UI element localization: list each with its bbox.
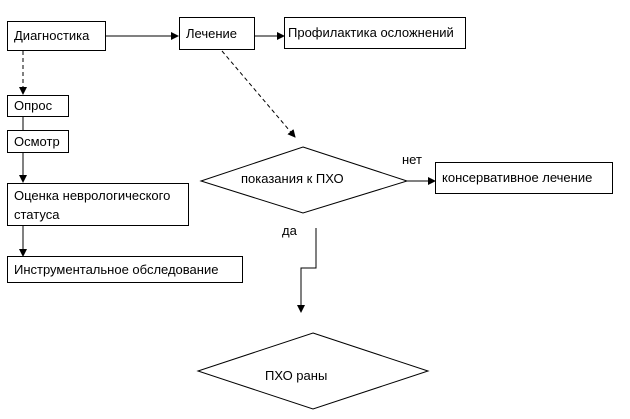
decision-label: показания к ПХО [241, 171, 344, 186]
arrow-decision-to-pho-wound [297, 228, 317, 313]
pho-wound-label: ПХО раны [265, 368, 328, 383]
decision-diamond [199, 146, 409, 214]
node-diagnostics: Диагностика [7, 21, 106, 51]
pho-wound-diamond [196, 332, 430, 410]
edge-label-yes: да [282, 223, 297, 238]
node-survey: Опрос [7, 95, 69, 117]
node-treatment: Лечение [179, 17, 255, 50]
arrow-treatment-to-decision [221, 50, 296, 138]
node-exam: Осмотр [7, 130, 69, 153]
node-conservative-treatment: консервативное лечение [435, 162, 613, 194]
node-complication-prevention: Профилактика осложнений [284, 17, 466, 49]
node-neuro-status: Оценка неврологического статуса [7, 183, 189, 226]
edge-label-no: нет [402, 152, 422, 167]
node-instrumental-exam: Инструментальное обследование [7, 256, 243, 283]
